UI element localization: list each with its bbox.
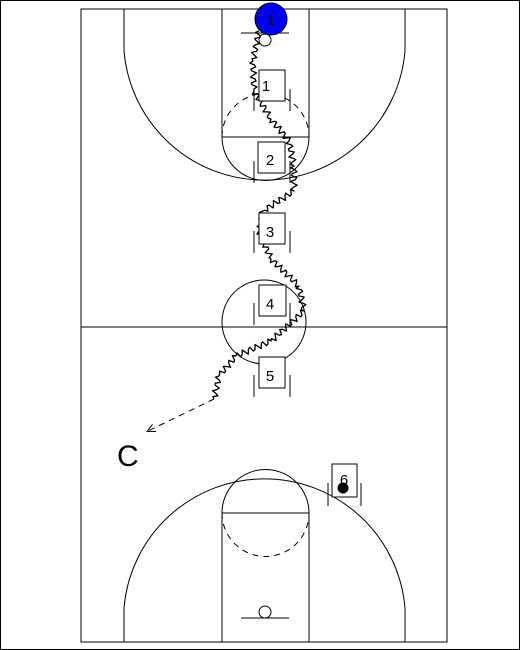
- cone-4: 4: [253, 284, 291, 325]
- cone-label: 2: [266, 152, 274, 169]
- cone-label: 3: [266, 224, 274, 241]
- player-1-label: 1: [267, 12, 275, 29]
- player-1: 1: [254, 2, 288, 36]
- top-rim: [258, 33, 272, 47]
- cone-2: 2: [253, 141, 291, 183]
- cone-5: 5: [253, 356, 291, 397]
- bottom-free-throw-arc-dashed: [221, 512, 310, 557]
- coach-marker: C: [117, 440, 139, 473]
- bottom-key: [221, 512, 310, 643]
- player-6-with-ball: 6: [327, 463, 362, 506]
- bottom-rim: [258, 605, 272, 619]
- court-boundary: [80, 8, 448, 643]
- cone-label: 1: [262, 78, 270, 95]
- bottom-free-throw-arc: [221, 469, 310, 514]
- ball-icon: [337, 482, 349, 494]
- bottom-three-point-line: [123, 478, 406, 642]
- cone-3: 3: [253, 212, 291, 253]
- top-free-throw-arc: [221, 136, 310, 181]
- cone-1: 1: [253, 69, 291, 111]
- cone-label: 5: [266, 368, 274, 385]
- player-6-label: 6: [340, 472, 348, 489]
- cone-label: 4: [266, 296, 274, 313]
- pass-arrow: [148, 398, 215, 431]
